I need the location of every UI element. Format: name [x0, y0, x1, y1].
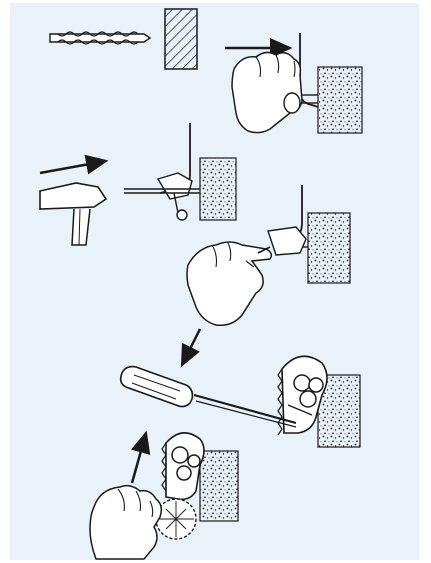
installation-steps-diagram — [10, 3, 419, 560]
masonry-block — [318, 67, 362, 133]
masonry-block — [200, 158, 236, 220]
hand-icon — [90, 486, 161, 559]
wall-section — [165, 9, 197, 69]
grommet-press-icon — [156, 499, 196, 539]
drill-bit-icon — [50, 32, 150, 44]
illustration-panel — [10, 3, 419, 560]
masonry-block — [200, 451, 238, 521]
masonry-block — [308, 213, 350, 283]
